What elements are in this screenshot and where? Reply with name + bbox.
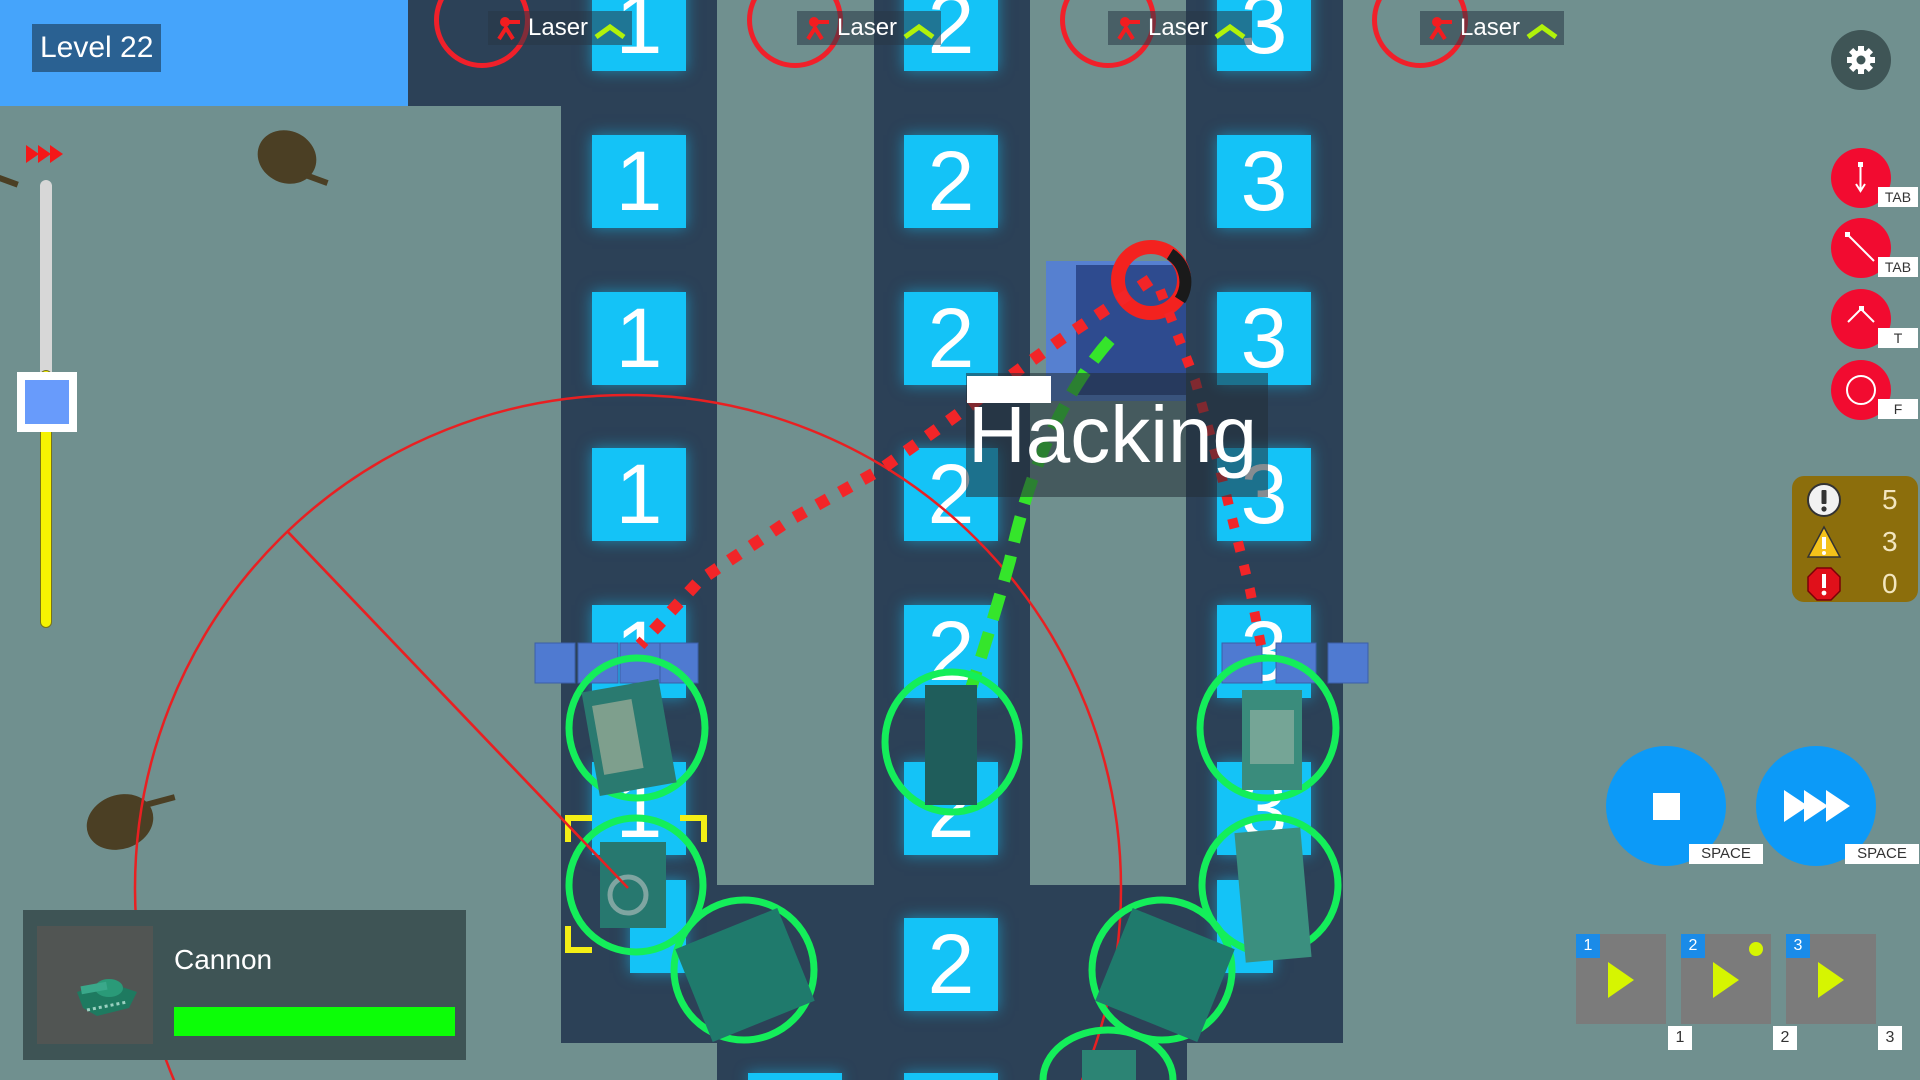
target-type: Laser (1148, 14, 1209, 41)
gear-icon (1847, 46, 1875, 74)
chevron-up-icon (1214, 23, 1246, 39)
squad-slot-1[interactable]: 1 1 (1576, 934, 1692, 1050)
tool-key-label: T (1878, 328, 1918, 348)
squad-key-label: 2 (1773, 1026, 1797, 1050)
selection-brackets (565, 815, 707, 953)
unit-name: Cannon (174, 944, 273, 975)
play-icon (1818, 962, 1844, 998)
unit-health-fill (174, 1007, 455, 1036)
laser-enemy-icon (806, 17, 829, 41)
speed-slider-fill[interactable] (40, 370, 52, 628)
lane-tile (904, 1073, 998, 1080)
stop-icon (1653, 793, 1680, 820)
speed-slider-handle[interactable] (17, 372, 77, 432)
squad-slot-2[interactable]: 2 2 (1681, 934, 1797, 1050)
lane-tile: 1 (592, 292, 686, 385)
target-label: Laser (1108, 11, 1253, 45)
target-label: Laser (797, 11, 942, 45)
squad-key-label: 1 (1668, 1026, 1692, 1050)
squad-number: 2 (1681, 934, 1705, 958)
chevron-up-icon (1526, 23, 1558, 39)
level-banner: Level 22 (0, 0, 408, 106)
play-icon (1608, 962, 1634, 998)
tool-circle-button[interactable] (1831, 360, 1891, 420)
target-label: Laser (488, 11, 633, 45)
target-label: Laser (1420, 11, 1565, 45)
speed-slider-handle-inner (25, 380, 69, 424)
alert-count: 3 (1882, 526, 1898, 557)
alert-row-error: 0 (1806, 566, 1906, 602)
speed-icon (26, 145, 63, 163)
info-exclamation-icon (1807, 483, 1841, 517)
caret-up-icon (1847, 306, 1875, 323)
fast-forward-icon (1784, 790, 1850, 822)
cannon-tank-icon (77, 979, 137, 1016)
hacking-progress-bar (967, 376, 1051, 403)
target-type: Laser (837, 14, 898, 41)
alert-row-info: 5 (1806, 482, 1906, 518)
settings-button[interactable] (1831, 30, 1891, 90)
arrow-down-icon (1855, 162, 1866, 193)
speed-slider[interactable] (40, 180, 52, 628)
active-dot-icon (1749, 942, 1763, 956)
warning-triangle-icon (1806, 525, 1842, 558)
tool-key-label: TAB (1878, 187, 1918, 207)
squad-key-label: 3 (1878, 1026, 1902, 1050)
chevron-up-icon (594, 23, 626, 39)
unit-health-bar (174, 1007, 455, 1036)
alert-row-warning: 3 (1806, 524, 1906, 560)
play-icon (1713, 962, 1739, 998)
tool-key-label: TAB (1878, 257, 1918, 277)
lane-tile: 1 (592, 135, 686, 228)
lane-tile: 3 (1217, 292, 1311, 385)
speed-slider-track[interactable] (40, 180, 52, 380)
fast-forward-key-label: SPACE (1845, 844, 1919, 864)
squad-number: 3 (1786, 934, 1810, 958)
chevron-up-icon (903, 23, 935, 39)
lane-tile (748, 1073, 842, 1080)
alert-counter-panel: 5 3 0 (1792, 476, 1918, 602)
target-type: Laser (528, 14, 589, 41)
unit-rings (565, 654, 1342, 1080)
unit-thumbnail (37, 926, 153, 1044)
alert-count: 5 (1882, 484, 1898, 515)
lane-tile: 2 (904, 135, 998, 228)
leaf-icon (0, 130, 329, 850)
laser-enemy-icon (497, 17, 520, 41)
squad-number: 1 (1576, 934, 1600, 958)
circle-icon (1846, 375, 1876, 405)
lane-tile: 1 (592, 448, 686, 541)
lane-tile: 2 (904, 292, 998, 385)
lane-tile: 2 (904, 918, 998, 1011)
arrow-diagonal-icon (1845, 232, 1875, 262)
selected-unit-panel: Cannon (23, 910, 466, 1060)
squad-slot-3[interactable]: 3 3 (1786, 934, 1902, 1050)
tool-key-label: F (1878, 399, 1918, 419)
lane-tile: 3 (1217, 135, 1311, 228)
target-type: Laser (1460, 14, 1521, 41)
stop-key-label: SPACE (1689, 844, 1763, 864)
unit-bodies (581, 679, 1312, 1080)
laser-enemy-icon (1117, 17, 1140, 41)
alert-count: 0 (1882, 568, 1898, 599)
level-label: Level 22 (32, 24, 162, 72)
error-octagon-icon (1807, 567, 1841, 601)
laser-enemy-icon (1429, 17, 1452, 41)
